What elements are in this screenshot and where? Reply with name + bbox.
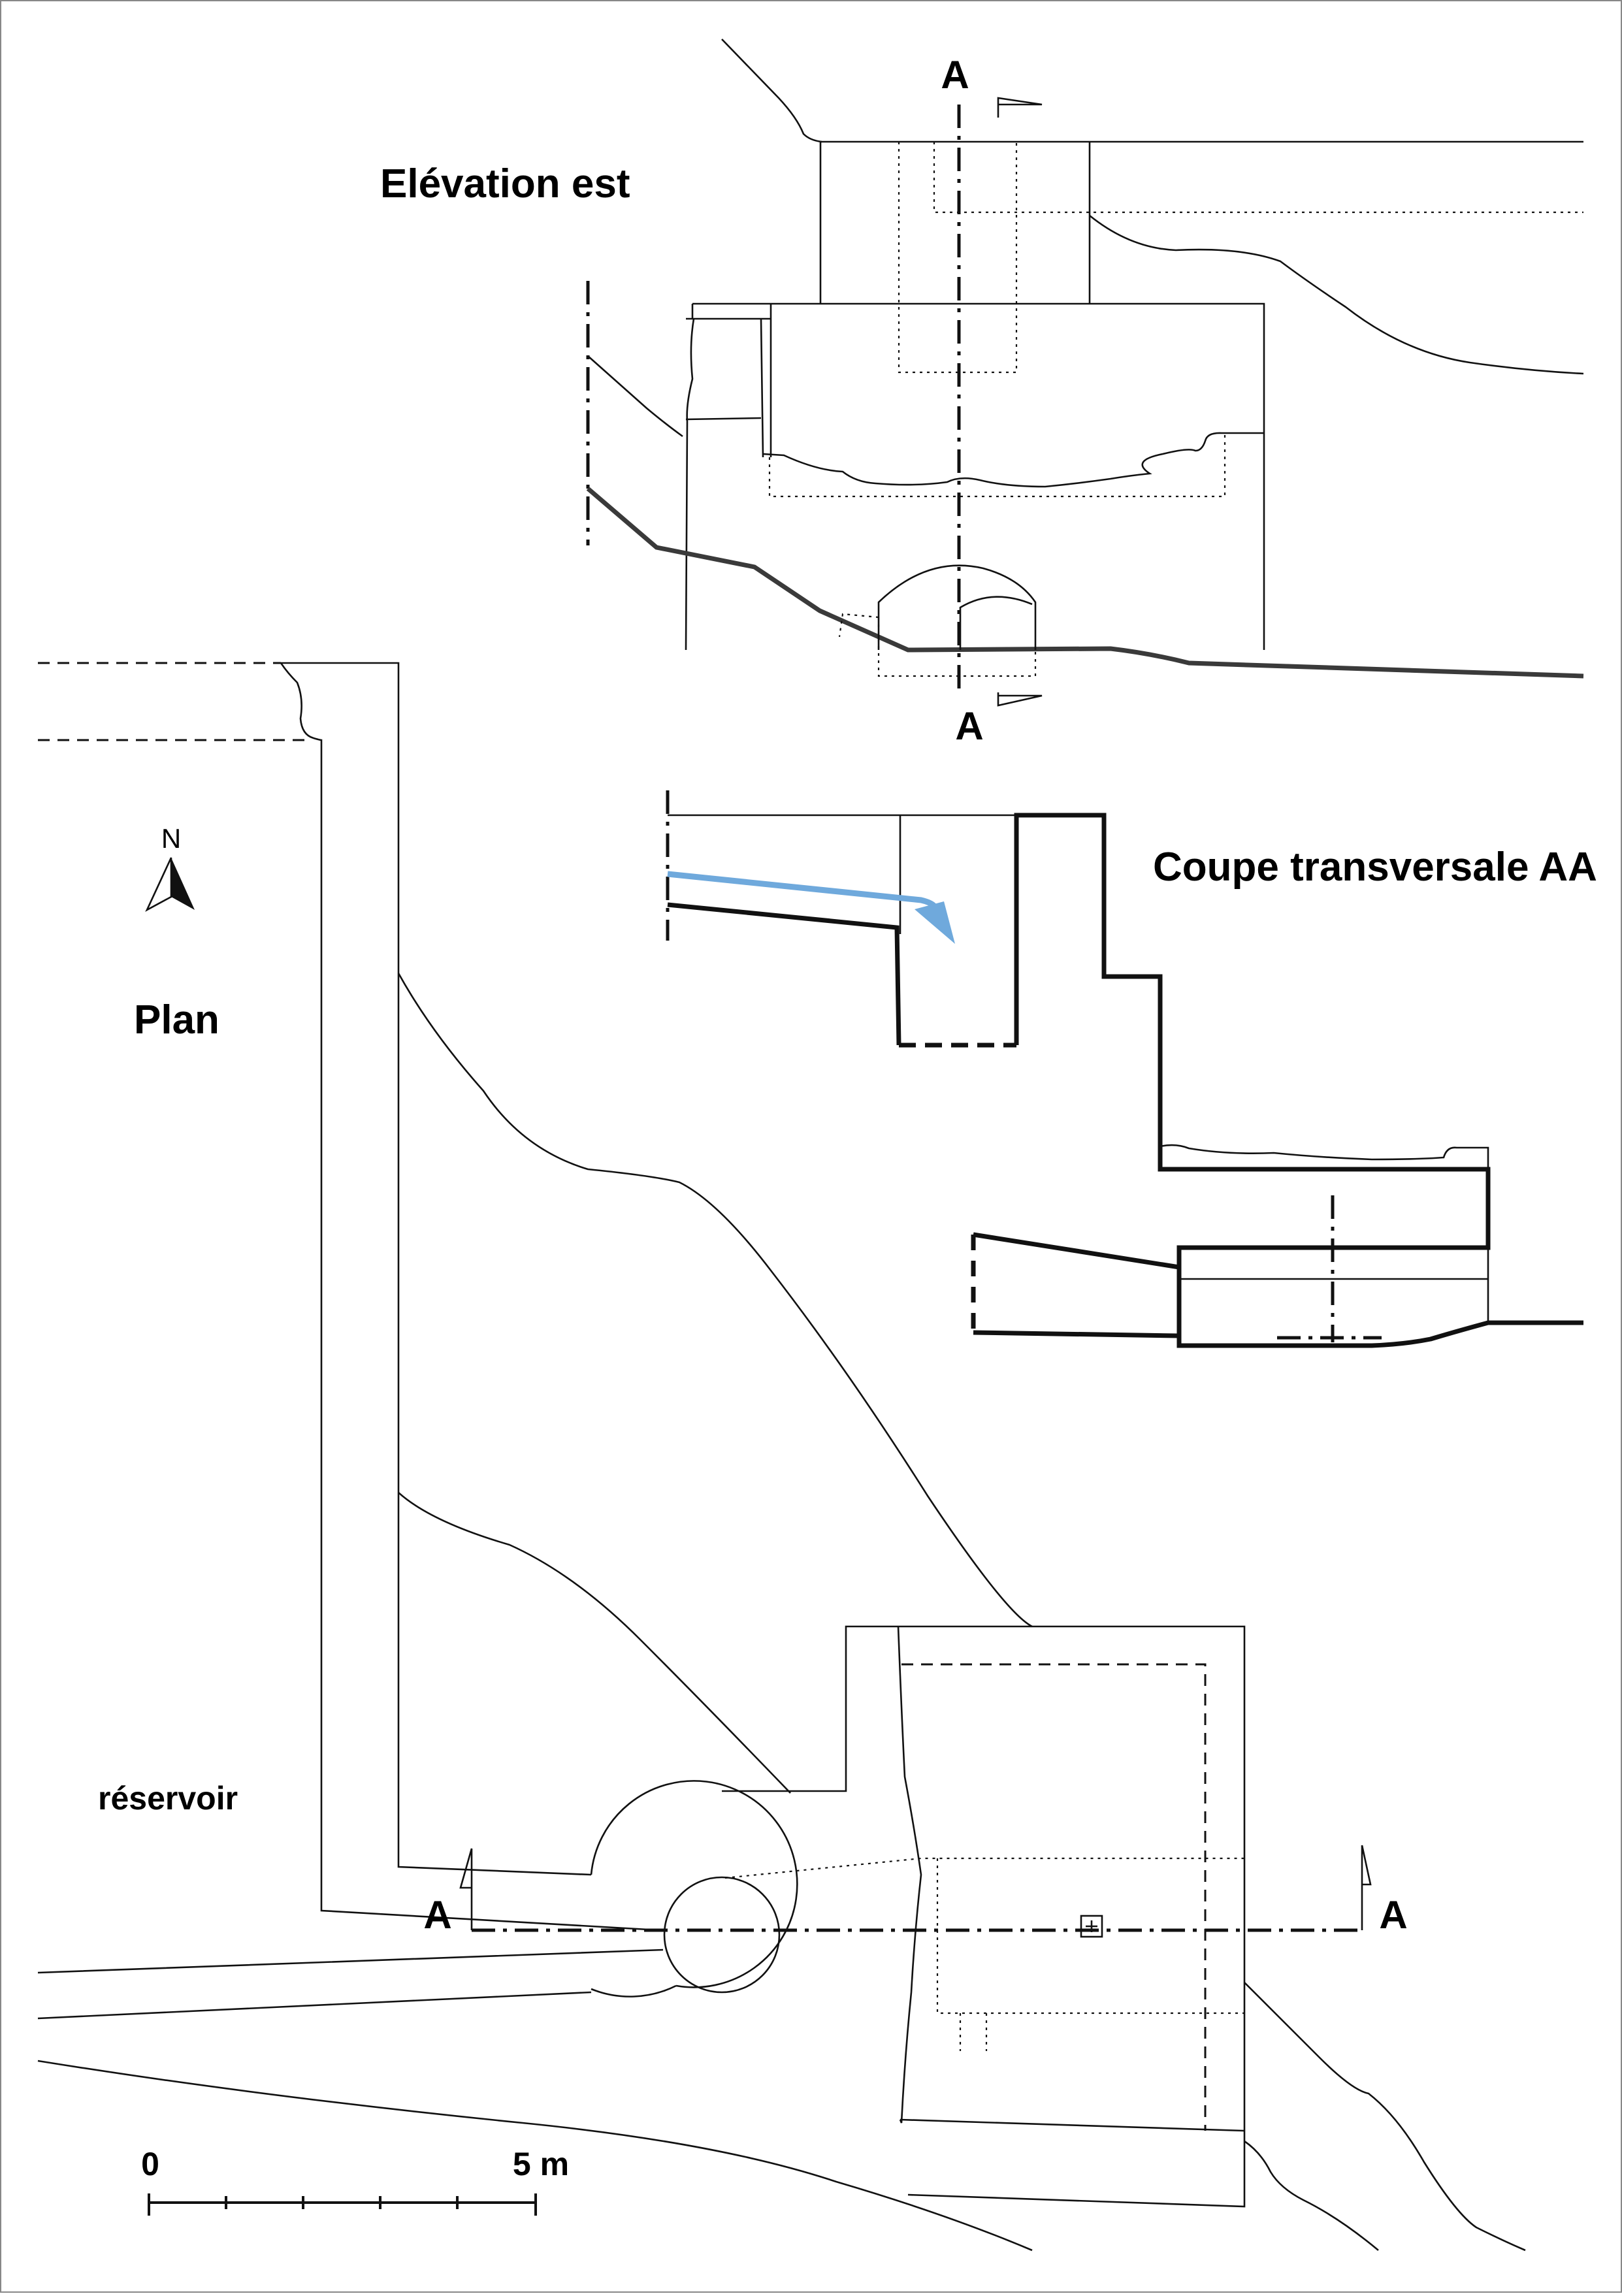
section-marker-bottom: A [955, 704, 983, 748]
terrain-line [721, 39, 822, 143]
outflow-pipe [973, 1232, 1180, 1338]
canal-wall-west [280, 662, 660, 1932]
section-flag-icon [997, 97, 1043, 118]
wall-inner-line [897, 1626, 922, 2124]
main-block [692, 302, 1265, 650]
section-flag-icon [459, 1848, 473, 1930]
wall-inner-line [900, 2118, 1245, 2132]
terrain-line [1089, 214, 1584, 375]
terrain-contour [1244, 2140, 1379, 2251]
terrain-contour [1244, 1982, 1526, 2252]
hidden-channel [724, 1857, 1244, 2051]
plan-view: Plan réservoir N [37, 662, 1526, 2252]
hidden-channel [933, 142, 1583, 214]
terrain-contour [397, 973, 1033, 1628]
building-outline [722, 1625, 1246, 2208]
ground-line [586, 487, 1584, 679]
section-title: Coupe transversale AA [1153, 845, 1597, 890]
channel-floor [667, 902, 901, 1046]
section-flag-icon [997, 692, 1043, 707]
canal-wall-east [281, 662, 592, 1876]
flow-arrow-icon [667, 871, 955, 944]
plan-title: Plan [134, 997, 219, 1043]
section-marker-top: A [941, 53, 969, 97]
wall-edge [685, 318, 695, 651]
basin-inner-ring [663, 1876, 781, 1994]
plan-section-marker-right: A [1379, 1893, 1407, 1937]
north-label: N [161, 823, 181, 854]
terrain-line [587, 355, 683, 438]
basin-outer-ring [590, 1780, 798, 1988]
hidden-basin [768, 433, 1226, 498]
hidden-outline [901, 1663, 1207, 2131]
arch-opening [877, 564, 1037, 650]
elevation-view: Elévation est A A [380, 39, 1584, 748]
scale-start-label: 0 [141, 2146, 159, 2182]
upper-block [819, 142, 1091, 304]
north-arrow-icon: N [145, 823, 195, 913]
masonry-bottom [762, 432, 1264, 488]
scale-end-label: 5 m [513, 2146, 569, 2182]
section-flag-icon [1361, 1845, 1372, 1930]
basin-floor [1176, 1248, 1583, 1348]
basin-outer-ring [591, 1984, 677, 1997]
terrain-contour [398, 1492, 791, 1794]
plan-section-marker-left: A [423, 1893, 451, 1937]
circular-basin [590, 1780, 798, 1997]
canal-hidden-edge [38, 662, 307, 741]
cross-section-view: Coupe transversale AA [666, 790, 1597, 1348]
survey-point-icon [1080, 1915, 1103, 1938]
elevation-title: Elévation est [380, 161, 630, 206]
scale-ticks [148, 2193, 537, 2216]
arch-inner [959, 596, 1033, 650]
hidden-arch [838, 613, 1037, 677]
survey-point-cross [1086, 1920, 1097, 1932]
outflow-channel [37, 1948, 664, 2020]
main-block-edge [686, 304, 772, 457]
terrain-contour [37, 2060, 1033, 2252]
masonry-top [1160, 1144, 1489, 1169]
reservoir-label: réservoir [98, 1780, 238, 1817]
wall-edge [685, 318, 764, 458]
scale-bar-icon: 0 5 m [141, 2146, 569, 2216]
